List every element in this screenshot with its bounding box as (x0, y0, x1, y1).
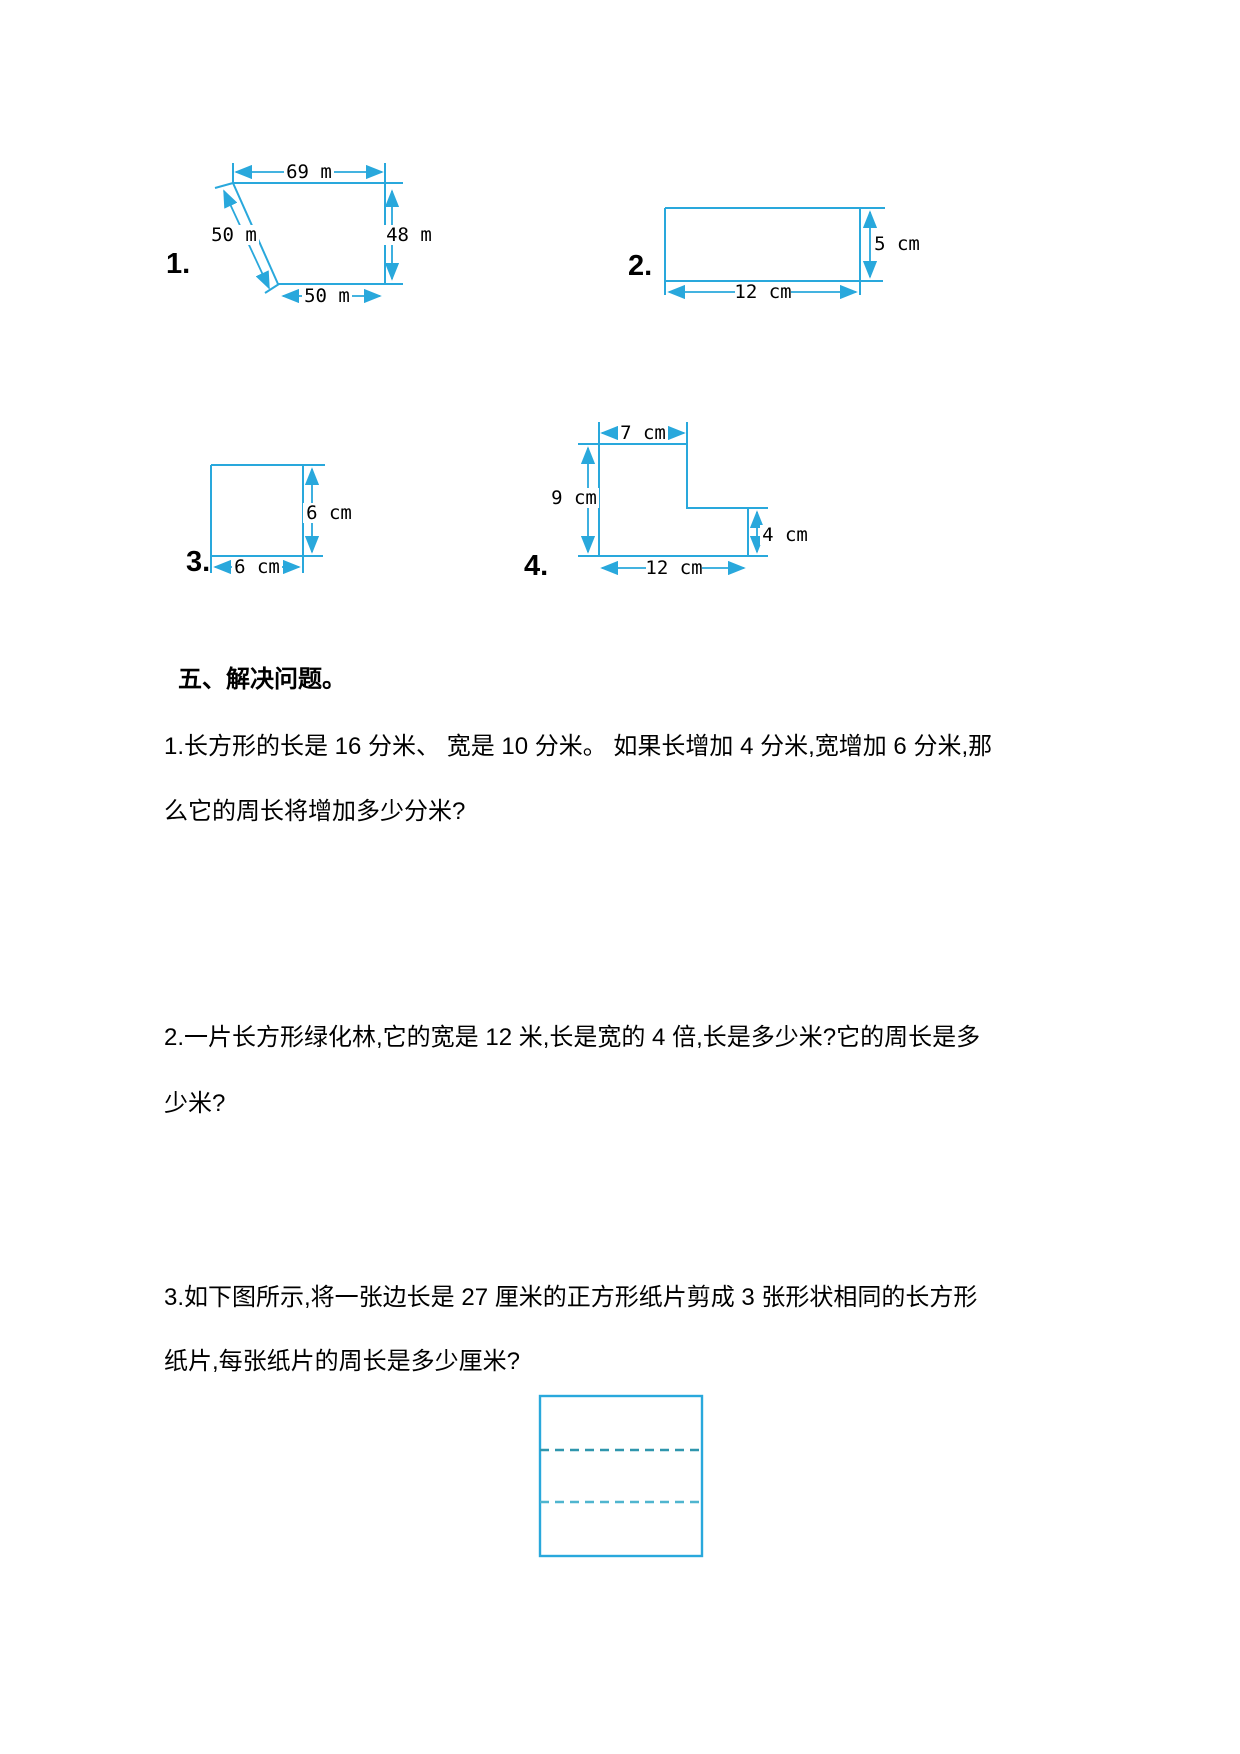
dimension-label-top: 69 m (286, 161, 332, 183)
dimension-label-right: 4 cm (762, 524, 808, 546)
figure-4-number: 4. (524, 550, 549, 582)
paper-square-outline (538, 1394, 704, 1558)
problem-1-line-1: 1.长方形的长是 16 分米、 宽是 10 分米。 如果长增加 4 分米,宽增加… (164, 733, 993, 760)
dimension-12cm: 12 cm (667, 281, 858, 303)
problem-3-line-1: 3.如下图所示,将一张边长是 27 厘米的正方形纸片剪成 3 张形状相同的长方形 (164, 1284, 978, 1311)
figure-3-number: 3. (186, 546, 211, 578)
dimension-69m: 69 m (234, 161, 384, 183)
dimension-label-bottom: 50 m (304, 285, 350, 307)
dimension-label-left: 50 m (211, 224, 257, 246)
dimension-7cm: 7 cm (600, 422, 686, 444)
dimension-50m-bottom: 50 m (281, 285, 382, 307)
problem-2-line-1: 2.一片长方形绿化林,它的宽是 12 米,长是宽的 4 倍,长是多少米?它的周长… (164, 1024, 981, 1051)
dimension-label-bottom: 6 cm (234, 556, 280, 578)
dimension-4cm: 4 cm (749, 510, 810, 554)
figure-2-rectangle-diagram: 5 cm 12 cm (664, 207, 922, 303)
dimension-48m: 48 m (383, 189, 435, 281)
dimension-label-right: 5 cm (874, 233, 920, 255)
dimension-50m-slant: 50 m (209, 189, 270, 290)
dimension-6cm-bottom: 6 cm (213, 556, 301, 578)
dimension-label-right: 6 cm (306, 502, 352, 524)
figure-5-cut-square-diagram (538, 1394, 704, 1558)
dimension-label-left: 9 cm (551, 487, 597, 509)
figure-3-square-diagram: 6 cm 6 cm (210, 464, 355, 578)
figure-2-number: 2. (628, 250, 653, 282)
dimension-label-right: 48 m (386, 224, 432, 246)
dimension-6cm-right: 6 cm (303, 467, 355, 554)
dimension-5cm: 5 cm (862, 210, 922, 279)
problem-2-line-2: 少米? (164, 1090, 226, 1117)
problem-1-line-2: 么它的周长将增加多少分米? (164, 798, 466, 825)
section-title: 五、解决问题。 (178, 666, 346, 693)
rectangle-shape (664, 207, 885, 295)
dimension-9cm: 9 cm (549, 446, 599, 554)
figure-1-trapezoid-diagram: 69 m 48 m 50 m 50 m (209, 161, 435, 307)
figure-1-number: 1. (166, 248, 191, 280)
dimension-label-bottom: 12 cm (734, 281, 791, 303)
dimension-label-bottom: 12 cm (645, 557, 702, 579)
problem-3-line-2: 纸片,每张纸片的周长是多少厘米? (164, 1348, 521, 1375)
dimension-12cm: 12 cm (600, 557, 746, 579)
lshape-shape (578, 422, 768, 557)
figure-4-lshape-diagram: 7 cm 9 cm 4 cm 12 cm (549, 422, 810, 579)
dimension-label-top: 7 cm (620, 422, 666, 444)
